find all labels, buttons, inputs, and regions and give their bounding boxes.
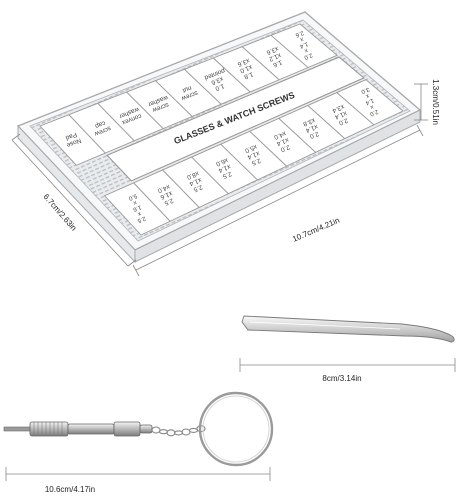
compartment-label-text: 2.0x1.4x3.4 [331,103,350,127]
box-width-dimension [11,133,137,267]
tweezers [241,315,455,343]
compartment-label-text: 2.5x1.4x5.0 [244,143,263,167]
compartment-label-text: 2.0x1.4x3.8 [302,116,321,140]
box-length-dimension [132,124,424,277]
compartment-label-text: 2.5x1.6x4.0 [156,183,175,207]
screwdriver-length-dimension [5,467,271,481]
compartment-label-text: 2.5x1.4x8.0 [185,170,204,194]
keyring-ring [198,391,274,467]
compartment-label [336,79,404,126]
compartment-label-text: 2.5x1.4x6.0 [215,156,234,180]
screwdriver-keyring [3,391,274,467]
box-width-label: 6.7cm/2.63in [41,192,78,232]
compartment-label-text: 2.5x1.6x5.0 [127,192,146,223]
box-height-label: 1.3cm/0.51in [431,79,440,125]
box-length-label: 10.7cm/4.21in [291,216,341,244]
compartment-label-text: 2.0x1.4x3.0 [360,86,379,117]
title-band [106,56,365,182]
compartment-label [270,23,338,69]
screwdriver-handle [29,421,69,437]
compartment-label-text: 2.0x1.4x4.0 [273,130,292,154]
tweezers-body [241,315,455,343]
box-case-front [134,109,421,263]
compartment-label-text: 1.8x1.0x3.6 [236,57,255,81]
compartment-label-text: NosePad [62,130,82,149]
compartment-label-text: 1.6x1.2x3.6 [265,45,284,69]
box-height-dimension [414,83,428,121]
compartment-label-text: 2.0x1.4x2.6 [294,29,313,60]
screwdriver-length-label: 10.6cm/4.17in [45,485,95,494]
tweezers-length-label: 8cm/3.14in [322,374,361,383]
keyring-chain [151,425,206,437]
tweezers-length-dimension [239,358,456,372]
